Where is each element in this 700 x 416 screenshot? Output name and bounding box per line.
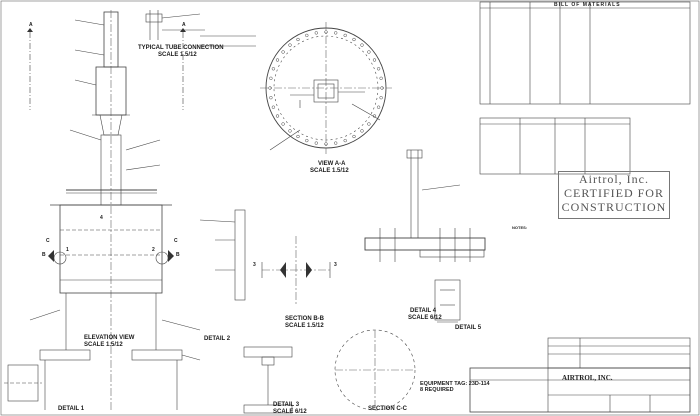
bolt-hole (352, 134, 356, 139)
view-title-detail-3: DETAIL 3 (273, 402, 300, 408)
view-scale-detail-4: SCALE 6/12 (408, 315, 442, 321)
section-marker-3-left: 3 (253, 262, 256, 268)
bolt-hole (367, 50, 371, 54)
bolt-hole (314, 31, 318, 35)
section-marker-3-right: 3 (334, 262, 337, 268)
section-marker-b-left: B (42, 252, 46, 258)
bolt-hole (324, 30, 328, 34)
bolt-hole (288, 43, 292, 47)
view-scale-detail-3: SCALE 6/12 (273, 409, 307, 415)
bolt-hole (334, 31, 338, 35)
bolt-hole (305, 138, 309, 143)
detail-marker-4: 4 (100, 215, 103, 221)
section-marker-c-right: C (174, 238, 178, 244)
bolt-hole (380, 86, 384, 90)
view-title-typical-tube: TYPICAL TUBE CONNECTION (138, 45, 224, 51)
bolt-hole (376, 105, 381, 109)
section-marker-a-right: A (182, 22, 186, 28)
bolt-hole (296, 134, 300, 139)
section-marker-b-right: B (176, 252, 180, 258)
stamp-line-2: CERTIFIED FOR (564, 186, 664, 200)
bolt-hole (269, 76, 273, 80)
view-title-elevation: ELEVATION VIEW (84, 335, 135, 341)
bolt-hole (360, 43, 364, 47)
view-scale-view-aa: SCALE 1.5/12 (310, 168, 349, 174)
bolt-hole (271, 67, 276, 71)
view-title-detail-5: DETAIL 5 (455, 325, 482, 331)
title-block-company: AIRTROL, INC. (562, 374, 613, 382)
bolt-hole (281, 50, 285, 54)
notes-title: NOTES: (512, 225, 528, 230)
view-title-section-bb: SECTION B-B (285, 316, 324, 322)
equipment-tag: EQUIPMENT TAG: 23D-114 8 REQUIRED (420, 381, 490, 393)
bolt-hole (314, 141, 318, 145)
bolt-hole (334, 141, 338, 145)
bolt-hole (367, 122, 371, 126)
bolt-hole (324, 142, 328, 146)
detail-marker-2: 2 (152, 247, 155, 253)
view-scale-typical-tube: SCALE 1.5/12 (158, 52, 197, 58)
bolt-hole (360, 129, 364, 133)
section-marker-a-left: A (29, 22, 33, 28)
view-scale-elevation: SCALE 1.5/12 (84, 342, 123, 348)
bolt-hole (288, 129, 292, 133)
bolt-hole (379, 76, 383, 80)
bolt-hole (275, 58, 280, 62)
bom-title: BILL OF MATERIALS (554, 2, 621, 8)
bolt-hole (305, 33, 309, 38)
view-title-detail-4: DETAIL 4 (410, 308, 437, 314)
stamp-line-3: CONSTRUCTION (561, 200, 667, 214)
bolt-hole (268, 86, 272, 90)
bolt-hole (352, 37, 356, 42)
bolt-hole (343, 33, 347, 38)
notes-section: NOTES: (512, 225, 688, 230)
bolt-hole (269, 96, 273, 100)
bolt-hole (372, 114, 377, 118)
equipment-tag-label: EQUIPMENT TAG: 23D-114 (420, 381, 490, 387)
bolt-hole (376, 67, 381, 71)
bolt-hole (281, 122, 285, 126)
certified-stamp: Airtrol, Inc. CERTIFIED FOR CONSTRUCTION (558, 171, 670, 219)
bolt-hole (271, 105, 276, 109)
view-title-detail-2: DETAIL 2 (204, 336, 231, 342)
section-marker-c-left: C (46, 238, 50, 244)
stamp-company: Airtrol, Inc. (579, 172, 649, 186)
detail-marker-1: 1 (66, 247, 69, 253)
bolt-hole (379, 96, 383, 100)
bolt-hole (296, 37, 300, 42)
bolt-hole (275, 114, 280, 118)
view-title-detail-1: DETAIL 1 (58, 406, 85, 412)
view-title-view-aa: VIEW A-A (318, 161, 346, 167)
bolt-hole (343, 138, 347, 143)
view-scale-section-bb: SCALE 1.5/12 (285, 323, 324, 329)
equipment-required-qty: 8 REQUIRED (420, 387, 454, 393)
bolt-hole (372, 58, 377, 62)
view-title-section-cc: SECTION C-C (368, 406, 407, 412)
